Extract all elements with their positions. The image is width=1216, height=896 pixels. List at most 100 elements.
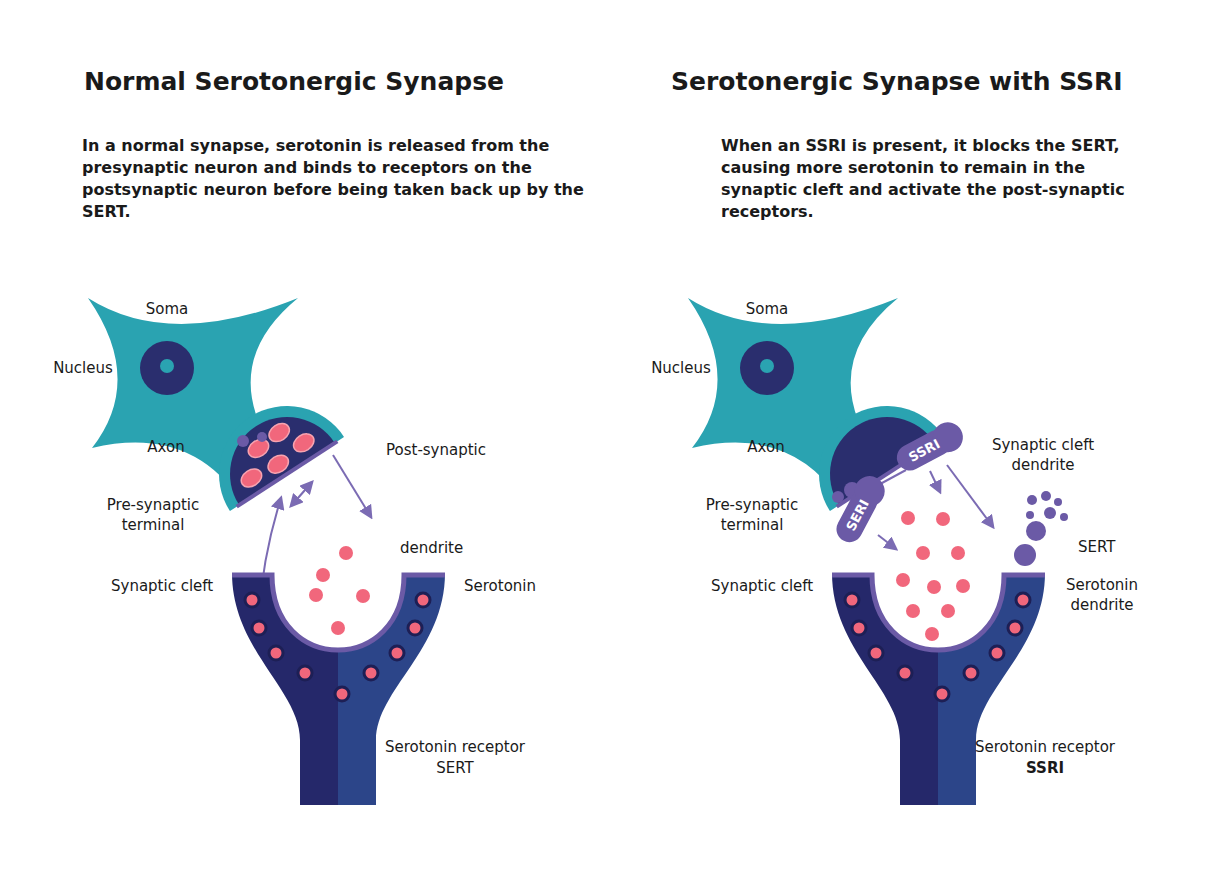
- serotonin-group: [896, 511, 970, 641]
- serotonin-molecule: [916, 546, 930, 560]
- vesicle: [238, 465, 265, 490]
- serotonin-molecule: [339, 546, 353, 560]
- serotonin-molecule: [941, 604, 955, 618]
- serotonin-receptor: [898, 666, 912, 680]
- serotonin-receptor: [416, 593, 430, 607]
- nucleolus: [160, 359, 174, 373]
- presynaptic-terminal: [193, 380, 344, 511]
- part-label: Pre-synaptic terminal: [96, 495, 211, 535]
- part-label: SERT: [365, 758, 545, 778]
- serotonin-receptor: [852, 621, 866, 635]
- release-arrow: [333, 455, 371, 517]
- sert-particle: [1026, 521, 1046, 541]
- serotonin-receptor: [252, 621, 266, 635]
- part-label: Nucleus: [33, 358, 133, 378]
- serotonin-molecule: [956, 579, 970, 593]
- part-label: Soma: [717, 299, 817, 319]
- part-label: Axon: [716, 437, 816, 457]
- terminal-membrane: [193, 380, 344, 511]
- sert-molecule: [237, 435, 249, 447]
- serotonin-receptor: [990, 646, 1004, 660]
- serotonin-receptor: [335, 687, 349, 701]
- serotonin-receptor: [845, 593, 859, 607]
- postsynaptic-dendrite: [832, 573, 1045, 805]
- serotonin-molecule: [925, 627, 939, 641]
- serotonin-receptor: [245, 593, 259, 607]
- serotonin-molecule: [901, 511, 915, 525]
- serotonin-receptor: [964, 666, 978, 680]
- sert-particle: [1041, 491, 1051, 501]
- postsynaptic-dendrite: [232, 573, 445, 805]
- vesicle: [265, 451, 292, 476]
- nucleolus: [760, 359, 774, 373]
- part-label: Synaptic cleft: [111, 576, 241, 596]
- part-label: Soma: [117, 299, 217, 319]
- dendrite-rim: [232, 575, 445, 650]
- serotonin-receptor: [298, 666, 312, 680]
- sert-molecule: [257, 432, 267, 442]
- sert-particle: [1044, 507, 1056, 519]
- block-arrow: [930, 471, 940, 492]
- part-label: Nucleus: [631, 358, 731, 378]
- part-label: Serotonin receptor: [955, 737, 1135, 757]
- part-label: dendrite: [400, 538, 500, 558]
- block-arrow: [878, 535, 896, 549]
- serotonin-molecule: [951, 546, 965, 560]
- serotonin-molecule: [316, 568, 330, 582]
- normal-synapse: [88, 298, 445, 805]
- serotonin-molecule: [309, 588, 323, 602]
- serotonin-receptor: [269, 646, 283, 660]
- serotonin-receptor: [390, 646, 404, 660]
- nucleus: [140, 341, 194, 395]
- vesicle: [266, 420, 293, 445]
- serotonin-molecule: [356, 589, 370, 603]
- serotonin-molecule: [927, 580, 941, 594]
- presynaptic-terminal: [793, 380, 944, 511]
- serotonin-molecule: [896, 573, 910, 587]
- receptor-group: [245, 593, 430, 701]
- serotonin-receptor: [869, 646, 883, 660]
- sert-particle: [1060, 513, 1068, 521]
- sert-particle: [1026, 511, 1034, 519]
- part-label: Serotonin receptor: [365, 737, 545, 757]
- sert-particle: [1014, 544, 1036, 566]
- serotonin-receptor: [364, 666, 378, 680]
- terminal-membrane: [793, 380, 944, 511]
- ssri-pill: SSRI: [892, 425, 955, 475]
- terminal-interior: [208, 395, 335, 505]
- vesicle: [290, 430, 317, 455]
- part-label: SSRI: [955, 758, 1135, 778]
- serotonin-receptor: [1016, 593, 1030, 607]
- part-label: Pre-synaptic terminal: [695, 495, 810, 535]
- part-label: Post-synaptic: [386, 440, 526, 460]
- serotonin-molecule: [936, 512, 950, 526]
- serotonin-receptor: [408, 621, 422, 635]
- serotonin-receptor: [1008, 621, 1022, 635]
- serotonin-molecule: [331, 621, 345, 635]
- panel-title: Serotonergic Synapse with SSRI: [671, 67, 1216, 97]
- panel-description: In a normal synapse, serotonin is releas…: [82, 135, 612, 223]
- dendrite-rim: [832, 575, 1045, 650]
- ssri-synapse: [688, 298, 1045, 805]
- part-label: SERT: [1078, 537, 1158, 557]
- part-label: Synaptic cleft: [711, 576, 841, 596]
- sert-particle: [1027, 495, 1037, 505]
- part-label: Serotonin: [464, 576, 564, 596]
- serotonin-receptor: [935, 687, 949, 701]
- panel-title: Normal Serotonergic Synapse: [84, 67, 644, 97]
- receptor-group: [845, 593, 1030, 701]
- part-label: Axon: [116, 437, 216, 457]
- panel-description: When an SSRI is present, it blocks the S…: [721, 135, 1136, 223]
- nucleus: [740, 341, 794, 395]
- ssri-pill: SERI: [832, 483, 882, 546]
- sert-molecule: [832, 491, 844, 503]
- part-label: Synaptic cleft dendrite: [981, 435, 1106, 475]
- sert-particle: [1054, 498, 1062, 506]
- ssri-detail: [832, 465, 1068, 641]
- block-arrow: [947, 465, 993, 527]
- serotonin-molecule: [906, 604, 920, 618]
- part-label: Serotonin dendrite: [1052, 575, 1152, 615]
- reuptake-arrow: [291, 482, 312, 506]
- serotonin-group: [309, 546, 370, 635]
